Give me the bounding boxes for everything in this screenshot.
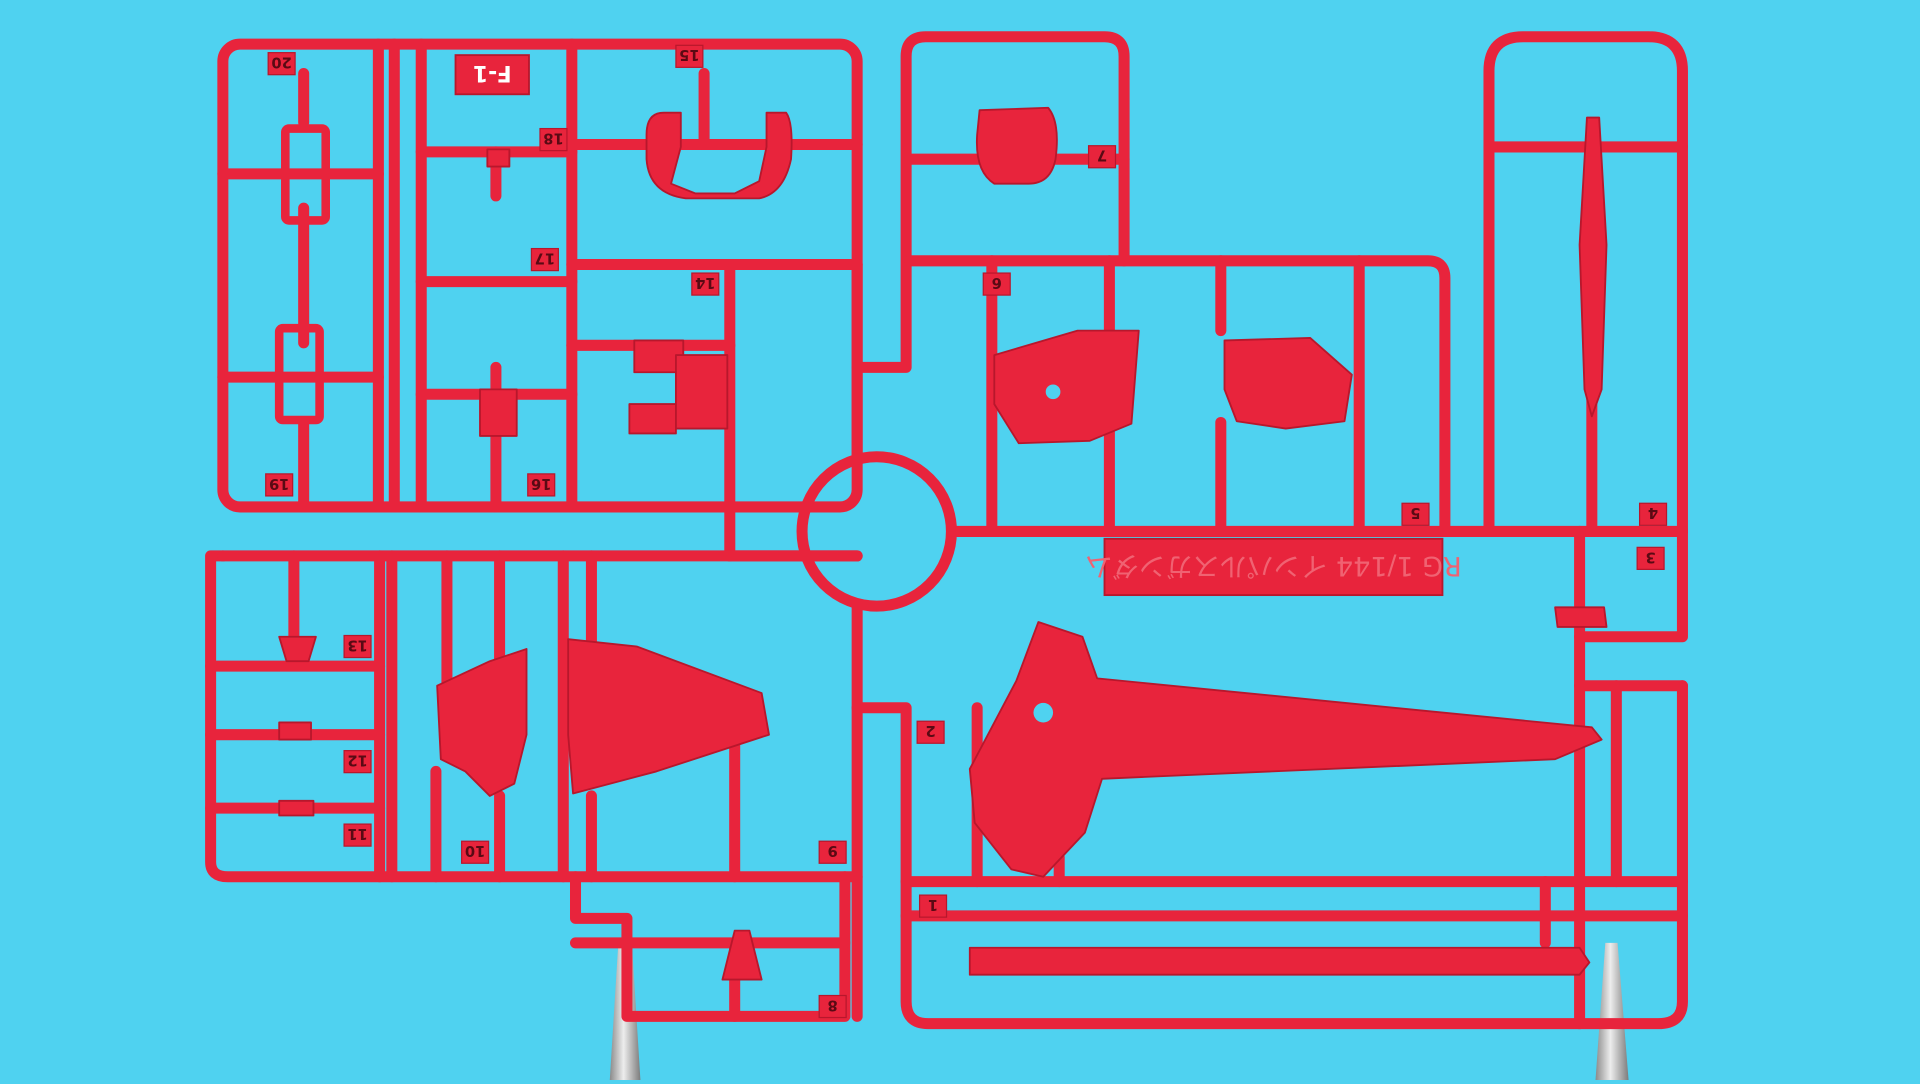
part-number-label: 5 (1410, 504, 1420, 521)
part-number-label: 14 (695, 274, 715, 291)
part-number-tab: 13 (343, 634, 372, 659)
sprue-tag-label: F-1 (473, 60, 512, 85)
part-number-label: 19 (269, 475, 289, 492)
part-number-tab: 14 (691, 272, 720, 296)
part-helmet-top (975, 106, 1058, 185)
part-shield-blade (968, 621, 1603, 878)
plastic-parts (274, 106, 1608, 981)
part-number-label: 4 (1648, 504, 1658, 521)
part-number-tab: 19 (265, 473, 294, 497)
part-number-label: 15 (679, 46, 699, 63)
part-head-visor (645, 111, 793, 200)
part-number-label: 13 (347, 636, 367, 653)
part-torso-block (628, 339, 729, 435)
part-number-tab: 2 (916, 720, 945, 744)
part-number-tab: 18 (539, 127, 568, 152)
part-small-triangle (721, 929, 763, 981)
part-number-label: 12 (347, 752, 367, 769)
part-number-label: 2 (925, 722, 935, 739)
part-number-label: 7 (1097, 147, 1107, 164)
part-leg-armor-right (567, 638, 770, 795)
part-number-tab: 8 (818, 994, 847, 1019)
part-number-tab: 1 (918, 894, 948, 918)
part-number-label: 6 (992, 274, 1002, 291)
part-number-tab: 16 (527, 473, 556, 497)
part-cockpit-left (993, 329, 1140, 445)
part-cockpit-right (1223, 337, 1353, 430)
part-number-label: 3 (1645, 548, 1655, 565)
part-number-tab: 11 (343, 823, 372, 847)
title-plate-label: RG 1/144 インパルスガンダム (1085, 550, 1462, 581)
part-number-label: 1 (928, 896, 938, 913)
part-number-tab: 7 (1087, 145, 1117, 169)
part-small-bracket (1554, 606, 1608, 628)
part-long-blade (968, 946, 1591, 976)
part-number-tab: 20 (267, 52, 296, 76)
part-number-label: 18 (543, 129, 563, 146)
part-number-label: 20 (271, 54, 291, 71)
part-number-tab: 3 (1636, 546, 1665, 570)
part-number-tab: 17 (530, 247, 559, 272)
part-number-tab: 4 (1638, 502, 1668, 526)
part-number-label: 8 (828, 996, 838, 1013)
part-number-tab: 5 (1401, 502, 1430, 526)
sprue-tag: F-1 (454, 54, 530, 96)
part-number-tab: 10 (461, 840, 490, 864)
part-number-label: 11 (347, 825, 367, 842)
runner-frame (205, 31, 1688, 1030)
part-left-frames (274, 124, 330, 425)
part-leg-armor-left (436, 648, 528, 797)
part-antenna (1578, 116, 1608, 418)
part-number-tab: 6 (982, 272, 1011, 296)
part-number-tab: 12 (343, 750, 372, 774)
title-plate: RG 1/144 インパルスガンダム (1085, 537, 1462, 597)
part-number-tab: 15 (675, 44, 704, 68)
part-number-label: 10 (465, 842, 485, 859)
part-small-chest (479, 148, 518, 437)
part-number-tab: 9 (818, 840, 847, 864)
part-small-connectors (278, 635, 317, 817)
part-number-label: 16 (531, 475, 551, 492)
part-number-label: 9 (828, 842, 838, 859)
part-number-label: 17 (535, 249, 555, 266)
